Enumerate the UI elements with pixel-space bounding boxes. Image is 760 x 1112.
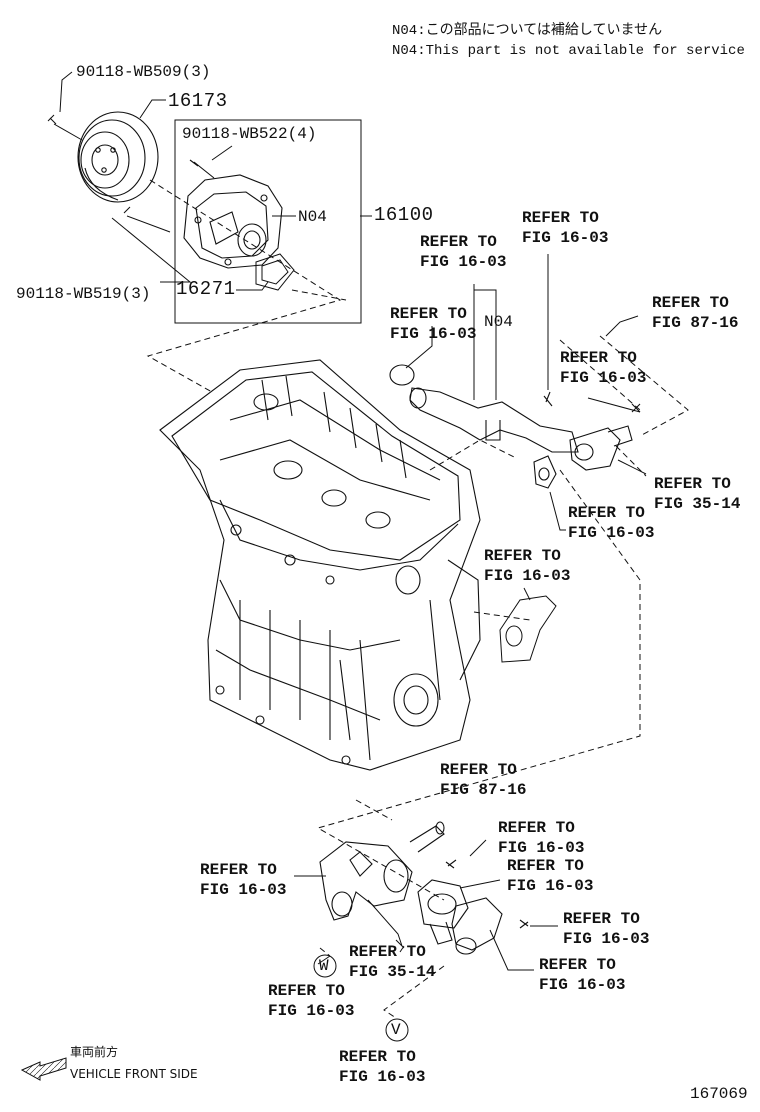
vehicle-front-arrow-icon	[20, 1057, 67, 1081]
cover-plate	[499, 587, 557, 663]
pulley-bolts	[47, 114, 171, 233]
leader-lines-bottom	[294, 839, 558, 971]
figure-number: 167069	[690, 1085, 748, 1103]
water-pump-body	[183, 159, 283, 269]
leader-lines-pipe	[405, 254, 647, 531]
pump-assembly-box	[174, 119, 362, 324]
vehicle-front-label-en: VEHICLE FRONT SIDE	[70, 1067, 198, 1081]
connector-circle-v	[385, 1018, 409, 1042]
circle-letter-v: V	[391, 1021, 401, 1039]
part-label-n04-pump: N04	[298, 208, 327, 226]
thermostat-housing-group	[319, 821, 529, 955]
vehicle-front-label-jp: 車両前方	[70, 1045, 119, 1059]
part-label-n04-pipe: N04	[484, 313, 513, 331]
pulley-16173	[77, 111, 159, 203]
engine-block	[159, 359, 481, 771]
part-label-16271: 16271	[176, 278, 236, 300]
circle-letter-w: W	[319, 957, 329, 975]
water-pipe	[389, 364, 641, 489]
note-japanese: N04:この部品については補給していません	[392, 23, 663, 39]
part-label-90118-wb519: 90118-WB519(3)	[16, 285, 151, 303]
part-label-90118-wb509: 90118-WB509(3)	[76, 63, 211, 81]
gasket-16271	[255, 253, 295, 291]
part-label-90118-wb522: 90118-WB522(4)	[182, 125, 317, 143]
connector-circle-w	[313, 954, 337, 978]
part-label-16173: 16173	[168, 90, 228, 112]
part-label-16100: 16100	[374, 204, 434, 226]
leader-lines-pump	[59, 71, 372, 291]
note-english: N04:This part is not available for servi…	[392, 43, 745, 59]
